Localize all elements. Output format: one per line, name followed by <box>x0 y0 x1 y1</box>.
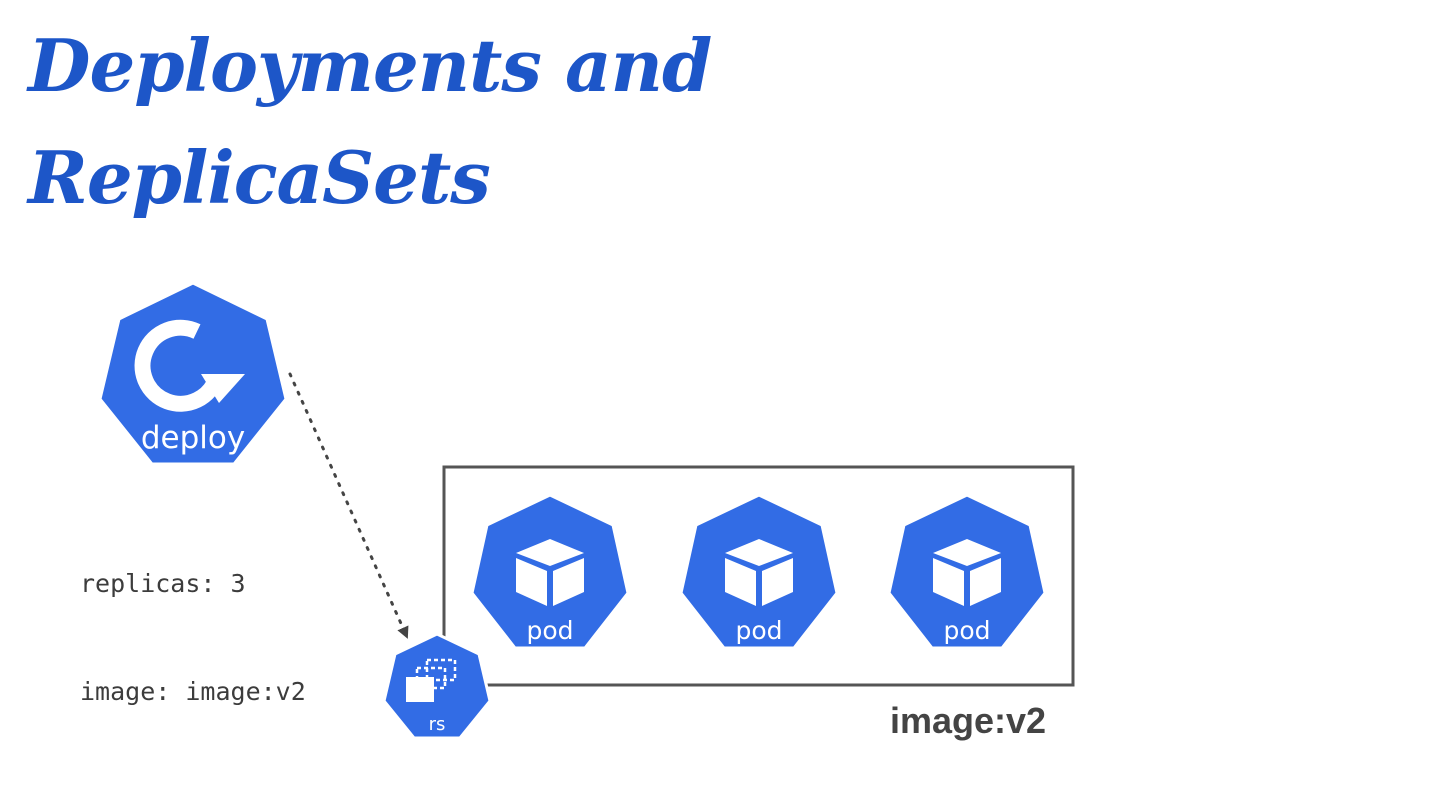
rotate-arrow-icon <box>134 319 245 412</box>
deploy-label: deploy <box>141 420 245 456</box>
cube-icon <box>933 539 1001 606</box>
pod-label: pod <box>943 616 990 645</box>
deploy-spec: replicas: 3 image: image:v2 <box>80 494 306 746</box>
replicaset-label: rs <box>429 714 446 735</box>
replicaset-node[interactable]: rs <box>382 632 492 740</box>
title-line-1: Deployments and <box>28 23 712 108</box>
cube-icon <box>516 539 584 606</box>
replicaset-heptagon <box>382 632 492 740</box>
deploy-node[interactable]: deploy <box>98 281 288 466</box>
cube-icon <box>725 539 793 606</box>
slide-title: Deployments and ReplicaSets <box>28 10 712 234</box>
pod-label: pod <box>526 616 573 645</box>
pod-node[interactable]: pod <box>679 493 839 650</box>
spec-image: image: image:v2 <box>80 677 306 706</box>
pod-label: pod <box>735 616 782 645</box>
pod-node[interactable]: pod <box>470 493 630 650</box>
stacked-frames-icon <box>406 658 457 702</box>
pod-node[interactable]: pod <box>887 493 1047 650</box>
replicaset-frame <box>442 465 1075 687</box>
deploy-heptagon <box>98 281 288 466</box>
title-line-2: ReplicaSets <box>28 135 491 220</box>
pod-heptagon <box>679 493 839 650</box>
pod-heptagon <box>887 493 1047 650</box>
spec-replicas: replicas: 3 <box>80 569 246 598</box>
deploy-to-rs-arrow <box>288 372 409 639</box>
pod-heptagon <box>470 493 630 650</box>
replicaset-image-label: image:v2 <box>890 700 1047 741</box>
